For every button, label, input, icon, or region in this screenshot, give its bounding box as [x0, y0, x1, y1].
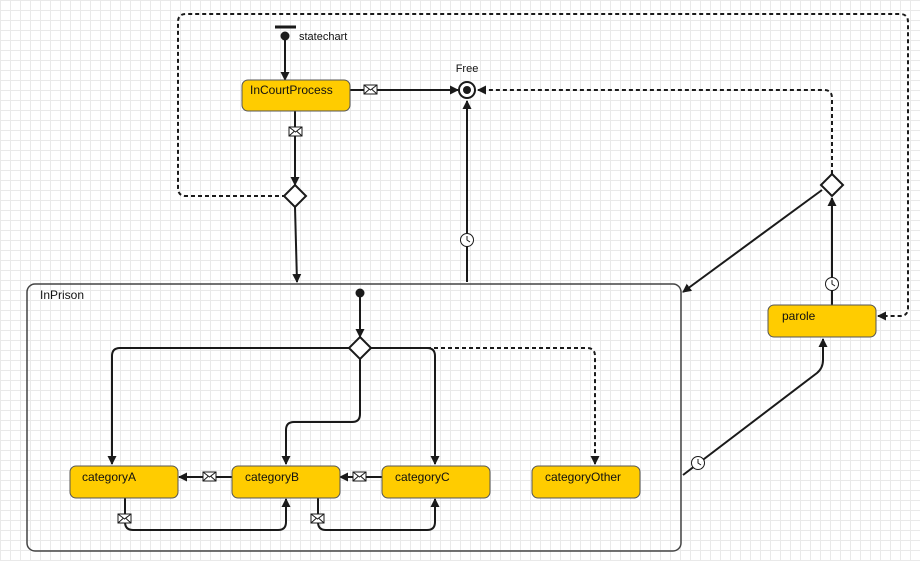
choice-diamond-right[interactable] — [819, 172, 845, 198]
transition-choice-to-free[interactable] — [477, 85, 833, 174]
timeout-trigger-icon — [691, 456, 705, 470]
state-categoryother[interactable] — [531, 465, 641, 499]
choice-diamond-inner[interactable] — [347, 335, 373, 361]
state-categoryb-label: categoryB — [245, 470, 299, 484]
inner-initial-dot[interactable] — [355, 288, 365, 298]
message-trigger-icon — [352, 471, 367, 482]
final-label: Free — [456, 63, 479, 75]
state-categoryb[interactable] — [231, 465, 341, 499]
state-incourtprocess[interactable] — [241, 79, 351, 112]
inprison-composite-state[interactable] — [26, 283, 682, 552]
timeout-trigger-icon — [825, 277, 839, 291]
initial-state-dot[interactable] — [280, 31, 290, 41]
transition-choice-to-categorya[interactable] — [107, 347, 349, 465]
state-categoryother-label: categoryOther — [545, 470, 621, 484]
message-trigger-icon — [310, 513, 325, 524]
transition-categoryb-to-categoryc[interactable] — [317, 498, 440, 531]
state-parole[interactable] — [767, 304, 877, 338]
transition-choice-to-categoryc[interactable] — [371, 347, 440, 465]
final-state-inner — [463, 86, 471, 94]
message-trigger-icon — [202, 471, 217, 482]
state-categoryc-label: categoryC — [395, 470, 450, 484]
state-categoryc[interactable] — [381, 465, 491, 499]
transition-choice-to-inprison-right[interactable] — [682, 189, 823, 293]
choice-diamond-top[interactable] — [282, 183, 308, 209]
transition-choice-to-inprison[interactable] — [292, 206, 302, 283]
inprison-label: InPrison — [40, 288, 84, 302]
transition-choice-to-categoryb[interactable] — [281, 359, 361, 465]
transition-loop-to-parole[interactable] — [177, 13, 909, 321]
transition-inprison-to-parole[interactable] — [682, 338, 828, 476]
state-categorya[interactable] — [69, 465, 179, 499]
initial-label: statechart — [299, 31, 347, 43]
message-trigger-icon — [117, 513, 132, 524]
state-incourtprocess-label: InCourtProcess — [250, 83, 333, 97]
message-trigger-icon — [288, 126, 303, 137]
state-categorya-label: categoryA — [82, 470, 136, 484]
message-trigger-icon — [363, 84, 378, 95]
transition-categorya-to-categoryb[interactable] — [124, 498, 291, 531]
state-parole-label: parole — [782, 309, 816, 323]
transition-choice-to-categoryother[interactable] — [371, 347, 600, 465]
timeout-trigger-icon — [460, 233, 474, 247]
